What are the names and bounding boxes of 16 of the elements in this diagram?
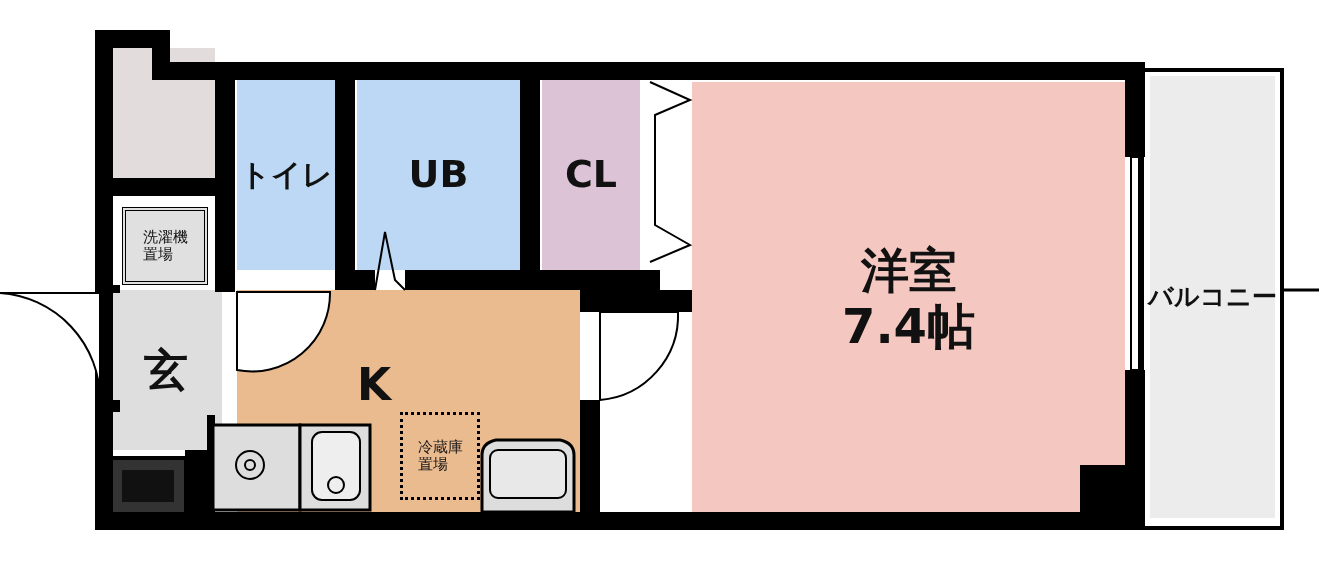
room-label: 洋室	[860, 243, 957, 299]
washer-space	[122, 207, 208, 285]
room-label: 玄	[144, 344, 188, 396]
western-room	[692, 82, 1125, 515]
room-label: バルコニー	[1148, 282, 1277, 312]
room-label: K	[357, 360, 392, 411]
room-label: トイレ	[239, 157, 333, 193]
closet	[542, 80, 640, 270]
room-label: 冷蔵庫置場	[417, 438, 463, 474]
room-label: UB	[408, 153, 469, 197]
room-label: 7.4帖	[842, 298, 975, 354]
entrance-hall	[110, 290, 222, 450]
toilet-room	[237, 80, 335, 270]
room-label: 洗濯機置場	[142, 228, 188, 264]
room-label: CL	[564, 153, 618, 197]
bathroom	[357, 80, 520, 270]
